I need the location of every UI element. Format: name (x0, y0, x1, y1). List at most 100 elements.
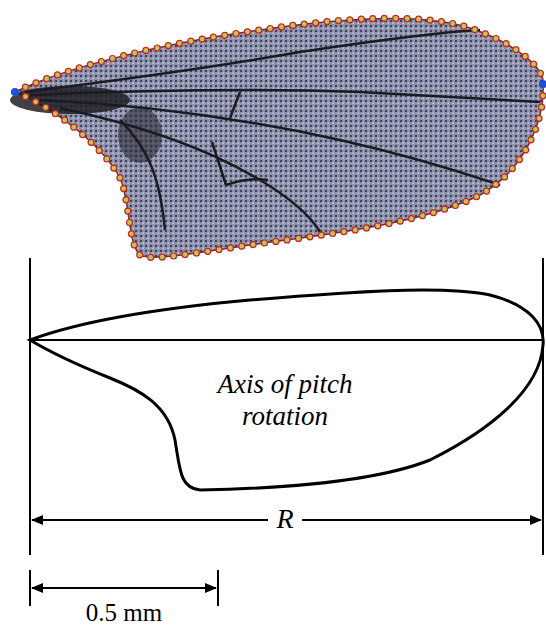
outline-marker (96, 147, 102, 153)
outline-marker (461, 23, 467, 29)
wing-veins (25, 30, 540, 232)
outline-marker (44, 76, 50, 82)
outline-marker (87, 62, 93, 68)
outline-marker (76, 65, 82, 71)
outline-marker (121, 53, 127, 59)
scale-label: 0.5 mm (86, 599, 162, 627)
outline-marker (522, 53, 528, 59)
outline-marker (171, 253, 177, 259)
outline-marker (513, 47, 519, 53)
outline-marker (250, 242, 256, 248)
scale-tick (29, 570, 31, 606)
outline-marker (52, 111, 58, 117)
outline-marker (474, 194, 480, 200)
outline-marker (503, 41, 509, 47)
outline-marker (482, 31, 488, 37)
outline-marker (123, 197, 129, 203)
outline-marker (62, 117, 68, 123)
outline-marker (110, 56, 116, 62)
outline-marker (408, 216, 414, 222)
outline-marker (267, 26, 273, 32)
outline-marker (256, 27, 262, 33)
outline-marker (502, 174, 508, 180)
outline-marker (239, 243, 245, 249)
outline-marker (284, 237, 290, 243)
outline-marker (427, 17, 433, 23)
outline-marker (539, 104, 545, 110)
outline-marker (33, 99, 39, 105)
outline-marker (98, 59, 104, 65)
outline-marker (71, 124, 77, 130)
outline-marker (531, 61, 537, 67)
outline-markers (12, 15, 546, 260)
scale-bar (32, 587, 216, 589)
outline-marker (143, 47, 149, 53)
outline-marker (273, 238, 279, 244)
outline-marker (111, 165, 117, 171)
pitch-axis (30, 339, 543, 341)
outline-marker (188, 38, 194, 44)
landmark-dot (539, 80, 546, 88)
outline-marker (493, 36, 499, 42)
outline-marker (370, 16, 376, 22)
outline-marker (127, 220, 133, 226)
outline-marker (193, 250, 199, 256)
outline-marker (182, 252, 188, 258)
landmark-dot (11, 88, 19, 96)
wing-outline-drawing (30, 258, 543, 606)
outline-marker (472, 27, 478, 33)
outline-marker (227, 245, 233, 251)
outline-marker (450, 21, 456, 27)
outline-marker (43, 105, 49, 111)
outline-marker (128, 231, 134, 237)
outline-marker (244, 29, 250, 35)
outline-marker (533, 126, 539, 132)
outline-marker (177, 40, 183, 46)
outline-marker (301, 21, 307, 27)
outline-marker (452, 203, 458, 209)
outline-marker (516, 157, 522, 163)
outline-marker (210, 34, 216, 40)
outline-marker (117, 175, 123, 181)
outline-marker (137, 252, 143, 258)
outline-marker (313, 20, 319, 26)
outline-marker (528, 137, 534, 143)
outline-marker (55, 72, 61, 78)
outline-marker (393, 15, 399, 21)
outline-marker (23, 94, 29, 100)
outline-marker (509, 166, 515, 172)
outline-marker (397, 218, 403, 224)
outline-marker (159, 254, 165, 260)
outline-marker (540, 93, 546, 99)
outline-marker (358, 16, 364, 22)
outline-marker (307, 234, 313, 240)
outline-marker (148, 254, 154, 260)
wing-outline (30, 290, 543, 490)
outline-marker (347, 17, 353, 23)
outline-marker (290, 22, 296, 28)
outline-marker (484, 188, 490, 194)
dimension-label: R (268, 503, 301, 535)
extent-line (29, 258, 31, 555)
outline-marker (536, 115, 542, 121)
outline-marker (352, 227, 358, 233)
outline-marker (104, 156, 110, 162)
outline-marker (442, 206, 448, 212)
outline-marker (296, 235, 302, 241)
outline-marker (324, 19, 330, 25)
outline-marker (386, 221, 392, 227)
axis-label: Axis of pitch rotation (190, 368, 380, 432)
outline-marker (65, 68, 71, 74)
outline-marker (216, 247, 222, 253)
outline-marker (165, 43, 171, 49)
outline-marker (381, 15, 387, 21)
outline-marker (233, 31, 239, 37)
outline-marker (431, 210, 437, 216)
outline-marker (463, 198, 469, 204)
outline-marker (278, 24, 284, 30)
outline-marker (33, 80, 39, 86)
outline-marker (335, 18, 341, 24)
outline-marker (261, 240, 267, 246)
outline-marker (80, 132, 86, 138)
